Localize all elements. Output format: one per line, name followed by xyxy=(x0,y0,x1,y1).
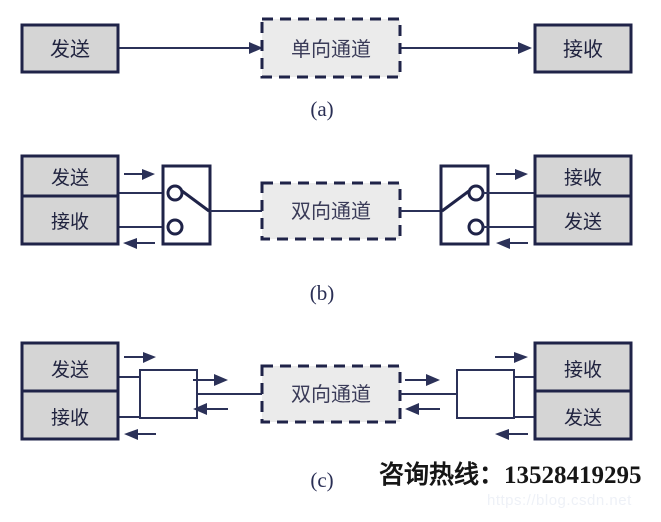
arrow-b-right-out-head xyxy=(515,169,528,180)
arrow-c-rightmid-in-head xyxy=(405,403,419,415)
switch-b-right-terminal-top xyxy=(467,184,485,202)
node-c-right-receiver-box xyxy=(533,341,633,393)
node-b-left-receiver-box xyxy=(20,194,120,246)
switch-b-left-terminal-top xyxy=(166,184,184,202)
caption-c: (c) xyxy=(310,468,333,492)
caption-a: (a) xyxy=(310,97,333,121)
arrow-c-right-in-head xyxy=(495,429,509,440)
node-a-sender-box xyxy=(20,23,120,74)
node-a-sender-label: 发送 xyxy=(50,38,90,61)
switch-b-right-terminal-bottom xyxy=(467,218,485,236)
watermark-text: https://blog.csdn.net xyxy=(487,492,632,509)
arrow-b-right-in-head xyxy=(496,238,510,249)
switch-b-left-terminal-bottom xyxy=(166,218,184,236)
node-c-left-sender-label: 发送 xyxy=(51,359,89,381)
node-a-channel-label: 单向通道 xyxy=(291,38,371,61)
node-b-left-receiver-label: 接收 xyxy=(51,211,89,233)
node-a-channel-box xyxy=(260,17,402,79)
node-c-right-receiver-label: 接收 xyxy=(564,359,602,381)
junction-c-left-box xyxy=(139,369,198,419)
arrow-c-leftmid-out-head xyxy=(214,374,228,386)
arrow-a-send-to-channel-head xyxy=(249,42,263,54)
node-b-channel-label: 双向通道 xyxy=(291,200,371,223)
node-b-right-receiver-label: 接收 xyxy=(564,167,602,189)
node-c-channel-label: 双向通道 xyxy=(291,383,371,406)
diagram-b: 发送 接收 双向通道 接收 发送 (b) xyxy=(20,154,633,305)
switch-b-right-blade xyxy=(441,189,470,213)
node-b-left-sender-box xyxy=(20,154,120,198)
arrow-a-channel-to-recv-head xyxy=(518,42,532,54)
node-b-right-sender-box xyxy=(533,194,633,246)
arrow-b-left-in-head xyxy=(123,238,137,249)
node-c-right-sender-box xyxy=(533,389,633,441)
hotline-text: 咨询热线：13528419295 xyxy=(379,460,642,489)
node-c-left-receiver-box xyxy=(20,389,120,441)
arrow-b-left-out-head xyxy=(142,169,155,180)
arrow-c-right-out-head xyxy=(514,352,528,363)
junction-c-right-box xyxy=(456,369,515,419)
arrow-c-left-out-head xyxy=(143,352,156,363)
arrow-c-leftmid-in-head xyxy=(193,403,207,415)
node-a-receiver-box xyxy=(533,23,633,74)
diagram-c: 双向通道 发送 接收 接收 发送 (c) xyxy=(20,341,633,492)
node-b-right-receiver-box xyxy=(533,154,633,198)
switch-b-left-blade xyxy=(181,189,210,213)
caption-b: (b) xyxy=(310,281,335,305)
diagram-a: 发送 单向通道 接收 (a) xyxy=(20,17,633,121)
arrow-c-rightmid-out-head xyxy=(426,374,440,386)
node-c-right-sender-label: 发送 xyxy=(564,407,602,429)
node-b-left-sender-label: 发送 xyxy=(51,167,89,189)
node-c-left-receiver-label: 接收 xyxy=(51,407,89,429)
arrow-c-left-in-head xyxy=(124,429,138,440)
node-c-channel-box xyxy=(260,364,402,424)
node-b-right-sender-label: 发送 xyxy=(564,211,602,233)
node-a-receiver-label: 接收 xyxy=(563,38,603,61)
